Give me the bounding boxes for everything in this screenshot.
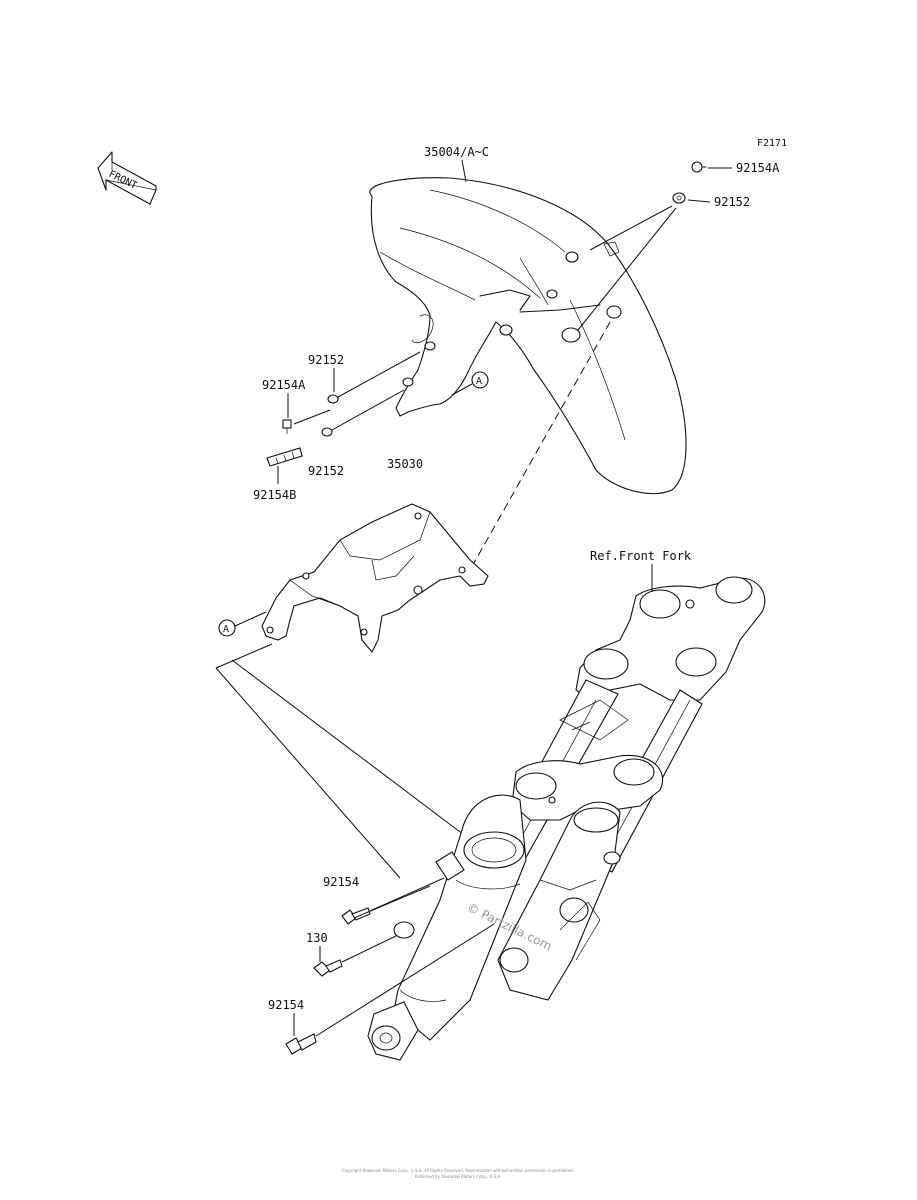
bolt-92154a-left bbox=[282, 419, 292, 434]
washer-92152-upper bbox=[327, 394, 339, 404]
footer-line-1: Copyright Kawasaki Motors Corp., U.S.A. … bbox=[342, 1168, 574, 1173]
part-label-92154-upper: 92154 bbox=[323, 875, 359, 889]
part-label-92154a-top: 92154A bbox=[736, 161, 780, 175]
bolt-92154a-top bbox=[691, 161, 707, 173]
bolt-92154b bbox=[266, 447, 303, 467]
svg-text:A: A bbox=[223, 624, 229, 635]
reference-label: Ref.Front Fork bbox=[590, 549, 692, 563]
washer-92152-lower bbox=[321, 427, 333, 437]
fender-bracket bbox=[261, 503, 489, 653]
part-label-92154b: 92154B bbox=[253, 488, 296, 502]
callout-a-bracket: A bbox=[218, 611, 267, 637]
bolt-92154-lower bbox=[285, 1033, 317, 1055]
part-label-35030: 35030 bbox=[387, 457, 423, 471]
part-label-92154-lower: 92154 bbox=[268, 998, 304, 1012]
part-label-92152-lower: 92152 bbox=[308, 464, 344, 478]
part-label-35004: 35004/A~C bbox=[424, 145, 489, 159]
part-label-92154a-left: 92154A bbox=[262, 378, 306, 392]
part-label-130: 130 bbox=[306, 931, 328, 945]
front-fork bbox=[367, 576, 766, 1061]
bolt-130 bbox=[313, 959, 343, 977]
front-fender bbox=[369, 177, 687, 495]
front-arrow-icon: FRONT bbox=[97, 151, 157, 205]
figure-code: F2171 bbox=[757, 138, 787, 149]
bolt-92154-upper bbox=[341, 907, 371, 925]
part-label-92152-top: 92152 bbox=[714, 195, 750, 209]
footer-line-2: Published by Kawasaki Motors Corp., U.S.… bbox=[415, 1174, 502, 1179]
callout-a-fender: A bbox=[451, 371, 489, 396]
front-arrow-label: FRONT bbox=[107, 169, 139, 192]
svg-text:A: A bbox=[476, 376, 482, 387]
part-label-92152-upper: 92152 bbox=[308, 353, 344, 367]
washer-92152-top bbox=[672, 192, 686, 204]
